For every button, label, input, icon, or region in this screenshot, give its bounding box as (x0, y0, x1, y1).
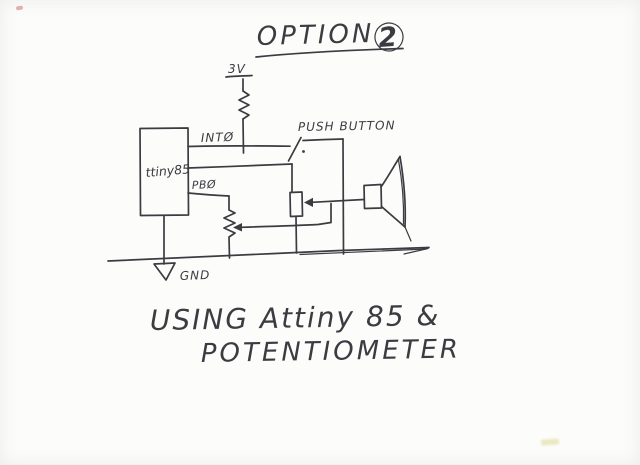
speaker-driver-box (363, 183, 383, 210)
caption-line2: POTENTIOMETER (201, 334, 462, 369)
switch-lever (287, 136, 302, 162)
middle-pin-wire (187, 163, 293, 169)
push-button-label: PUSH BUTTON (298, 118, 396, 134)
speaker-cone-top (380, 155, 401, 188)
speaker-cone-rim (399, 155, 407, 228)
voltage-source-3v: 3V (225, 62, 253, 92)
ground-rail (107, 246, 430, 262)
title-number-scribble-icon (374, 22, 404, 52)
power-label: 3V (228, 62, 246, 76)
title-underline (255, 47, 404, 58)
switch-contact-dot (302, 150, 305, 153)
pullup-resistor-icon (238, 90, 250, 154)
switch-right-wire (302, 138, 344, 142)
pot-wiper-arrowhead-icon (304, 197, 313, 207)
pot-wiper-wire (311, 198, 365, 204)
pin-int0-label: INTØ (201, 130, 235, 145)
resistor-zigzag (238, 90, 250, 120)
chip-label: ttiny85 (145, 161, 191, 180)
ground-rail-retrace (299, 248, 427, 256)
ground-triangle (153, 262, 176, 281)
ground-rail-line (107, 246, 430, 262)
pin-pb0-label: PBØ (191, 178, 216, 192)
title-block: OPTION 2 (255, 19, 404, 58)
pin-wires (187, 144, 293, 197)
trimmer-zigzag (223, 195, 236, 259)
trimmer-wiper-wire (240, 202, 332, 229)
potentiometer-box-icon (289, 191, 365, 254)
resistor-lower-wire (242, 118, 245, 154)
ground-symbol-icon: GND (153, 262, 211, 283)
pot-bottom-wire (295, 215, 298, 254)
speaker-icon (363, 155, 412, 242)
int0-wire (187, 144, 291, 148)
speaker-stray-stroke (404, 226, 412, 242)
chip-outline (139, 127, 190, 217)
caption-block: USING Attiny 85 & POTENTIOMETER (150, 299, 462, 369)
pot-body (289, 191, 304, 218)
power-underline (225, 74, 253, 78)
push-button-switch-icon: PUSH BUTTON (287, 118, 396, 255)
title-number: 2 (377, 22, 398, 54)
attiny85-chip: ttiny85 (139, 127, 191, 265)
ground-label: GND (180, 268, 211, 283)
speaker-cone-bottom (380, 205, 406, 228)
caption-line1: USING Attiny 85 & (150, 299, 441, 337)
page-title: OPTION (256, 19, 374, 52)
trimmer-wiper-arrowhead-icon (233, 223, 242, 232)
speaker-cone-rim-retrace (397, 159, 405, 225)
pb0-wire (187, 192, 230, 197)
trimmer-potentiometer-icon (223, 195, 332, 259)
ground-rail-hook (403, 247, 429, 255)
switch-down-wire (342, 138, 345, 255)
